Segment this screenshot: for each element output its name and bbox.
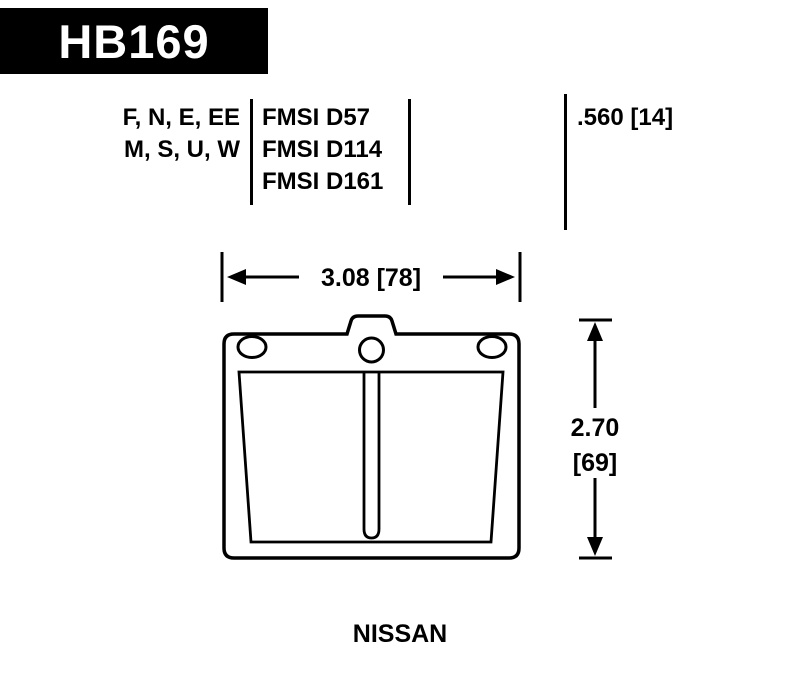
fmsi-numbers: FMSI D57 FMSI D114 FMSI D161 <box>262 102 383 198</box>
part-number-banner: HB169 <box>0 8 268 74</box>
width-arrow-left-icon <box>227 269 246 285</box>
center-slot <box>362 372 381 540</box>
backing-plate-outline <box>222 314 521 560</box>
height-dimension-value: 2.70 <box>571 414 620 442</box>
height-dimension-lines <box>579 318 612 560</box>
divider-thickness <box>564 94 567 230</box>
height-dimension-mm: [69] <box>573 449 617 477</box>
application-name: NISSAN <box>352 620 448 648</box>
divider-fmsi-gap <box>408 99 411 205</box>
compound-codes-line1: F, N, E, EE <box>122 104 240 131</box>
height-arrow-up-icon <box>587 322 603 341</box>
left-mounting-hole <box>236 335 268 359</box>
height-arrow-down-icon <box>587 537 603 556</box>
width-dimension-lines <box>220 252 522 302</box>
compound-codes-line2: M, S, U, W <box>124 136 240 163</box>
right-mounting-hole <box>476 335 508 359</box>
divider-compounds-fmsi <box>250 99 253 205</box>
fmsi-line2: FMSI D114 <box>262 136 383 163</box>
width-arrow-right-icon <box>496 269 515 285</box>
friction-material-outline <box>237 370 505 544</box>
part-number: HB169 <box>58 14 210 68</box>
fmsi-line3: FMSI D161 <box>262 168 384 195</box>
pad-thickness-label: .560 [14] <box>577 104 674 131</box>
compound-codes: F, N, E, EE M, S, U, W <box>40 102 240 166</box>
width-dimension-label: 3.08 [78] <box>321 264 421 292</box>
center-tab-hole <box>358 336 385 364</box>
fmsi-line1: FMSI D57 <box>262 104 371 131</box>
